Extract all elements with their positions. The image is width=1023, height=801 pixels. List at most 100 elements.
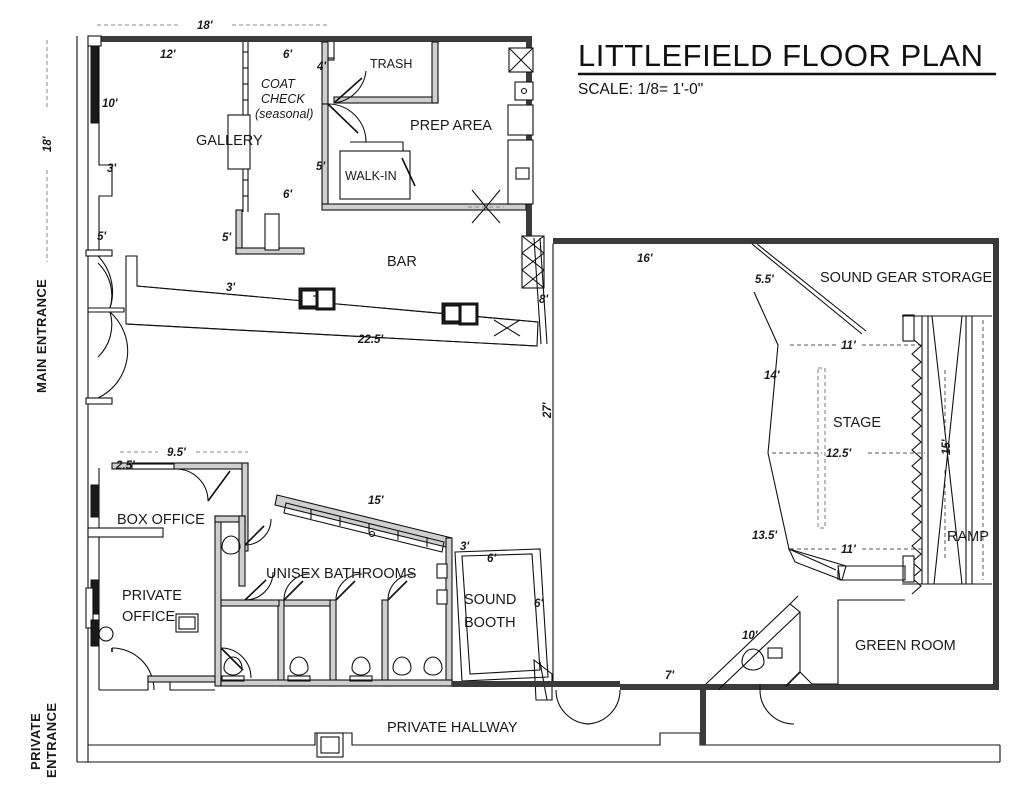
main-hall-walls: [452, 244, 620, 687]
green-room-north-edge: [812, 599, 905, 685]
room-label-green-room: GREEN ROOM: [855, 638, 956, 654]
room-label-sound-gear-storage: SOUND GEAR STORAGE: [820, 270, 992, 286]
north-wall: [88, 36, 532, 42]
bathroom-stall-wall-1: [277, 599, 285, 687]
dim-ramp-15: 15': [941, 438, 953, 455]
prep-equipment-sink: [507, 104, 534, 136]
dim-box-25: 2.5': [115, 460, 136, 472]
coat-check-door-leaf: [327, 103, 359, 134]
bar-fixture-left: [298, 287, 336, 311]
room-label-private-hallway: PRIVATE HALLWAY: [387, 720, 518, 736]
hallway-door-arc-2: [585, 689, 621, 725]
dim-bar-5: 5': [222, 232, 232, 244]
dim-stage-14: 14': [764, 370, 781, 382]
room-labels: GALLERY COAT CHECK (seasonal) TRASH PREP…: [117, 57, 992, 736]
stage-centerline: [817, 367, 826, 529]
dim-gallery-5: 5': [97, 231, 107, 243]
bar-nw-wall-vert: [235, 209, 243, 255]
room-label-ramp: RAMP: [947, 529, 989, 545]
stage-curtain: [911, 337, 922, 595]
hallway-floor-hatch-inner: [320, 736, 340, 754]
bathroom-fixture-1: [436, 563, 448, 579]
bar-pass-hatch: [493, 319, 521, 337]
dim-main-16: 16': [637, 253, 654, 265]
room-label-unisex-bathrooms: UNISEX BATHROOMS: [266, 566, 416, 582]
dim-bar-225: 22.5': [357, 334, 384, 346]
office-area: [85, 462, 249, 691]
bathroom-area: [214, 494, 453, 687]
bathroom-counter-top: [283, 502, 445, 553]
dimension-lines: [46, 24, 946, 560]
green-room-south-wall: [620, 684, 999, 690]
trash-wall-a: [327, 57, 335, 61]
room-label-coat-check-line3: (seasonal): [255, 107, 313, 121]
dim-gallery-12: 12': [160, 49, 177, 61]
ramp-slope-2: [933, 315, 963, 585]
gallery-area: [87, 35, 251, 252]
bathroom-stall-top-2: [283, 599, 331, 607]
room-label-stage: STAGE: [833, 415, 881, 431]
stage-perimeter: [753, 291, 837, 571]
main-hall-north-wall: [553, 238, 999, 244]
prep-south-wall: [321, 203, 527, 211]
dim-stage-11-bot: 11': [841, 544, 857, 556]
dim-bath-3: 3': [460, 541, 470, 553]
private-entrance-window: [90, 619, 100, 647]
hallway-doors: [316, 684, 795, 758]
dim-stage-11-top: 11': [841, 340, 857, 352]
title-block: LITTLEFIELD FLOOR PLAN SCALE: 1/8= 1'-0": [578, 38, 996, 98]
south-inner-line: [88, 732, 1000, 746]
entrance-labels: MAIN ENTRANCE PRIVATE ENTRANCE: [28, 279, 59, 778]
room-label-sound-booth-2: BOOTH: [464, 615, 516, 631]
bathroom-hall-door-arc: [220, 647, 252, 679]
entrance-mullion: [88, 307, 125, 313]
bar-counter-front-edge: [125, 323, 538, 347]
coat-check-east-wall: [321, 41, 329, 105]
prep-equipment-burner: [514, 81, 534, 101]
green-room-angled-wall: [705, 603, 801, 691]
room-label-walk-in: WALK-IN: [345, 169, 397, 183]
bathroom-east-wall: [445, 537, 453, 687]
dim-left-18: 18': [42, 135, 54, 152]
sound-booth-inner: [461, 553, 541, 675]
prep-trash-area: [321, 41, 534, 224]
bathroom-toilets: [221, 535, 443, 682]
green-room-fixture: [767, 647, 783, 659]
ramp-post-bottom: [902, 555, 915, 583]
prep-east-wall: [526, 36, 532, 241]
bathroom-stall-top-1: [220, 599, 280, 607]
box-office-door-arc: [175, 468, 209, 502]
dim-bar-6: 6': [283, 189, 293, 201]
coat-check-door-arc: [327, 103, 367, 143]
prep-counter-basin: [515, 167, 530, 180]
dim-green-7: 7': [665, 670, 675, 682]
stage-area: [751, 243, 992, 595]
green-room-inner-wall: [799, 612, 813, 685]
bathroom-west-wall: [214, 515, 222, 687]
green-room-area: [705, 570, 905, 691]
dim-top-18: 18': [197, 20, 214, 32]
dim-gallery-3: 3': [107, 163, 117, 175]
room-label-box-office: BOX OFFICE: [117, 512, 205, 528]
ramp-post-top: [902, 314, 915, 342]
entrance-head-bottom: [85, 397, 113, 405]
ramp-slope-1: [931, 315, 963, 585]
room-label-bar: BAR: [387, 254, 417, 270]
dim-hall-27: 27': [542, 401, 554, 419]
sound-booth-outline: [454, 548, 549, 682]
bathroom-faucets: [310, 509, 428, 547]
bathroom-stall-wall-2: [329, 599, 337, 687]
box-office-door-leaf: [207, 470, 231, 502]
dim-sgs-55: 5.5': [755, 274, 775, 286]
entrance-arc-3: [97, 311, 113, 358]
hallway-partition: [700, 690, 706, 745]
dim-coat-6: 6': [283, 49, 293, 61]
scale-note: SCALE: 1/8= 1'-0": [578, 81, 703, 98]
entrance-arc-2: [97, 311, 129, 399]
entrance-arc-4: [97, 262, 113, 309]
hallway-door-arc-1: [555, 689, 591, 725]
room-label-prep-area: PREP AREA: [410, 118, 492, 134]
main-hall-east-wall: [993, 238, 999, 690]
